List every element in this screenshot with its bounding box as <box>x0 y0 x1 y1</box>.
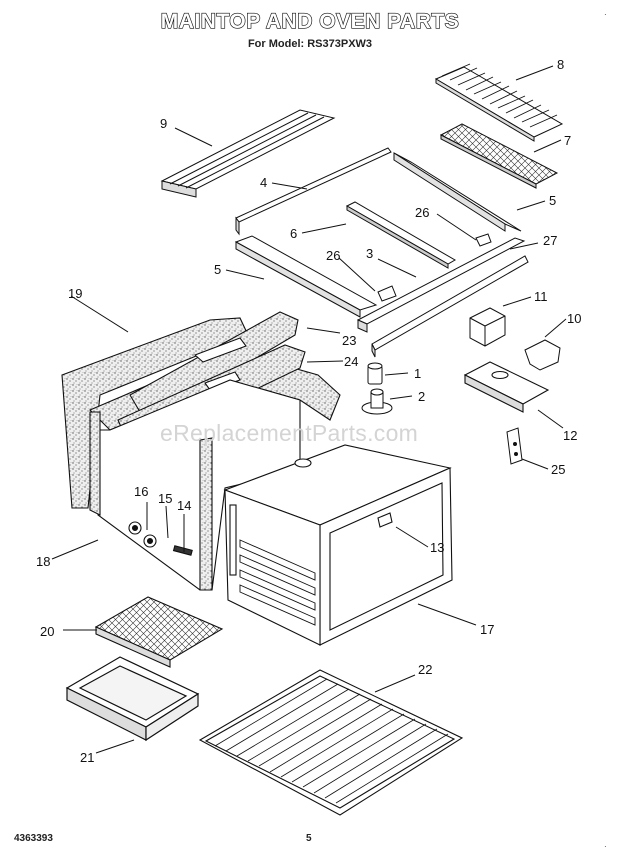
part-2-head <box>361 388 393 415</box>
part-25-bracket <box>506 427 523 465</box>
callout-22: 22 <box>418 662 432 677</box>
part-1-cap <box>367 362 383 385</box>
callout-26-left: 26 <box>326 248 340 263</box>
part-9-trim <box>160 109 336 198</box>
callout-23: 23 <box>342 333 356 348</box>
callout-20: 20 <box>40 624 54 639</box>
callout-14: 14 <box>177 498 191 513</box>
callout-2: 2 <box>418 389 425 404</box>
part-8-grille <box>434 63 564 142</box>
callout-6: 6 <box>290 226 297 241</box>
callout-7: 7 <box>564 133 571 148</box>
document-number: 4363393 <box>14 833 53 844</box>
part-26-clip-right <box>475 233 492 247</box>
callout-8: 8 <box>557 57 564 72</box>
model-subtitle: For Model: RS373PXW3 <box>247 38 373 50</box>
callout-25: 25 <box>551 462 565 477</box>
page-number: 5 <box>306 833 312 844</box>
callout-17: 17 <box>480 622 494 637</box>
watermark: eReplacementParts.com <box>160 420 419 446</box>
part-6-bracket <box>345 201 457 269</box>
callout-16: 16 <box>134 484 148 499</box>
callout-1: 1 <box>414 366 421 381</box>
callout-12: 12 <box>563 428 577 443</box>
callout-9: 9 <box>160 116 167 131</box>
callout-labels: 1 2 3 4 5 5 6 7 8 9 10 11 12 13 14 15 16… <box>36 57 581 765</box>
part-5-side-rail-right <box>393 152 522 232</box>
part-10-clip <box>524 339 561 371</box>
callout-18: 18 <box>36 554 50 569</box>
callout-11: 11 <box>534 289 548 304</box>
part-22-oven-rack <box>198 669 464 816</box>
page-title: MAINTOP AND OVEN PARTS <box>160 9 460 33</box>
part-4-rail <box>235 147 392 236</box>
part-5-side-rail-left <box>234 235 378 318</box>
part-17-oven-cavity <box>223 444 453 646</box>
callout-4: 4 <box>260 175 267 190</box>
callout-10: 10 <box>567 311 581 326</box>
callout-26-right: 26 <box>415 205 429 220</box>
callout-15: 15 <box>158 491 172 506</box>
callout-13: 13 <box>430 540 444 555</box>
part-23-insulation-top <box>129 311 299 416</box>
part-11-block <box>469 307 506 347</box>
callout-21: 21 <box>80 750 94 765</box>
callout-24: 24 <box>344 354 358 369</box>
part-20-broiler-insert <box>94 596 224 668</box>
leader-lines <box>51 65 567 754</box>
callout-3: 3 <box>366 246 373 261</box>
callout-5-left: 5 <box>214 262 221 277</box>
part-3-front-rail <box>356 237 526 333</box>
callout-19: 19 <box>68 286 82 301</box>
part-27-lower-trim <box>371 255 529 358</box>
part-26-clip-left <box>377 285 397 302</box>
part-7-filter <box>439 123 559 189</box>
corner-mark-top: · <box>604 10 607 19</box>
callout-5-right: 5 <box>549 193 556 208</box>
part-21-broiler-pan <box>65 656 200 742</box>
corner-mark-bottom: · <box>604 842 607 851</box>
callout-27: 27 <box>543 233 557 248</box>
part-12-tray <box>463 361 550 413</box>
